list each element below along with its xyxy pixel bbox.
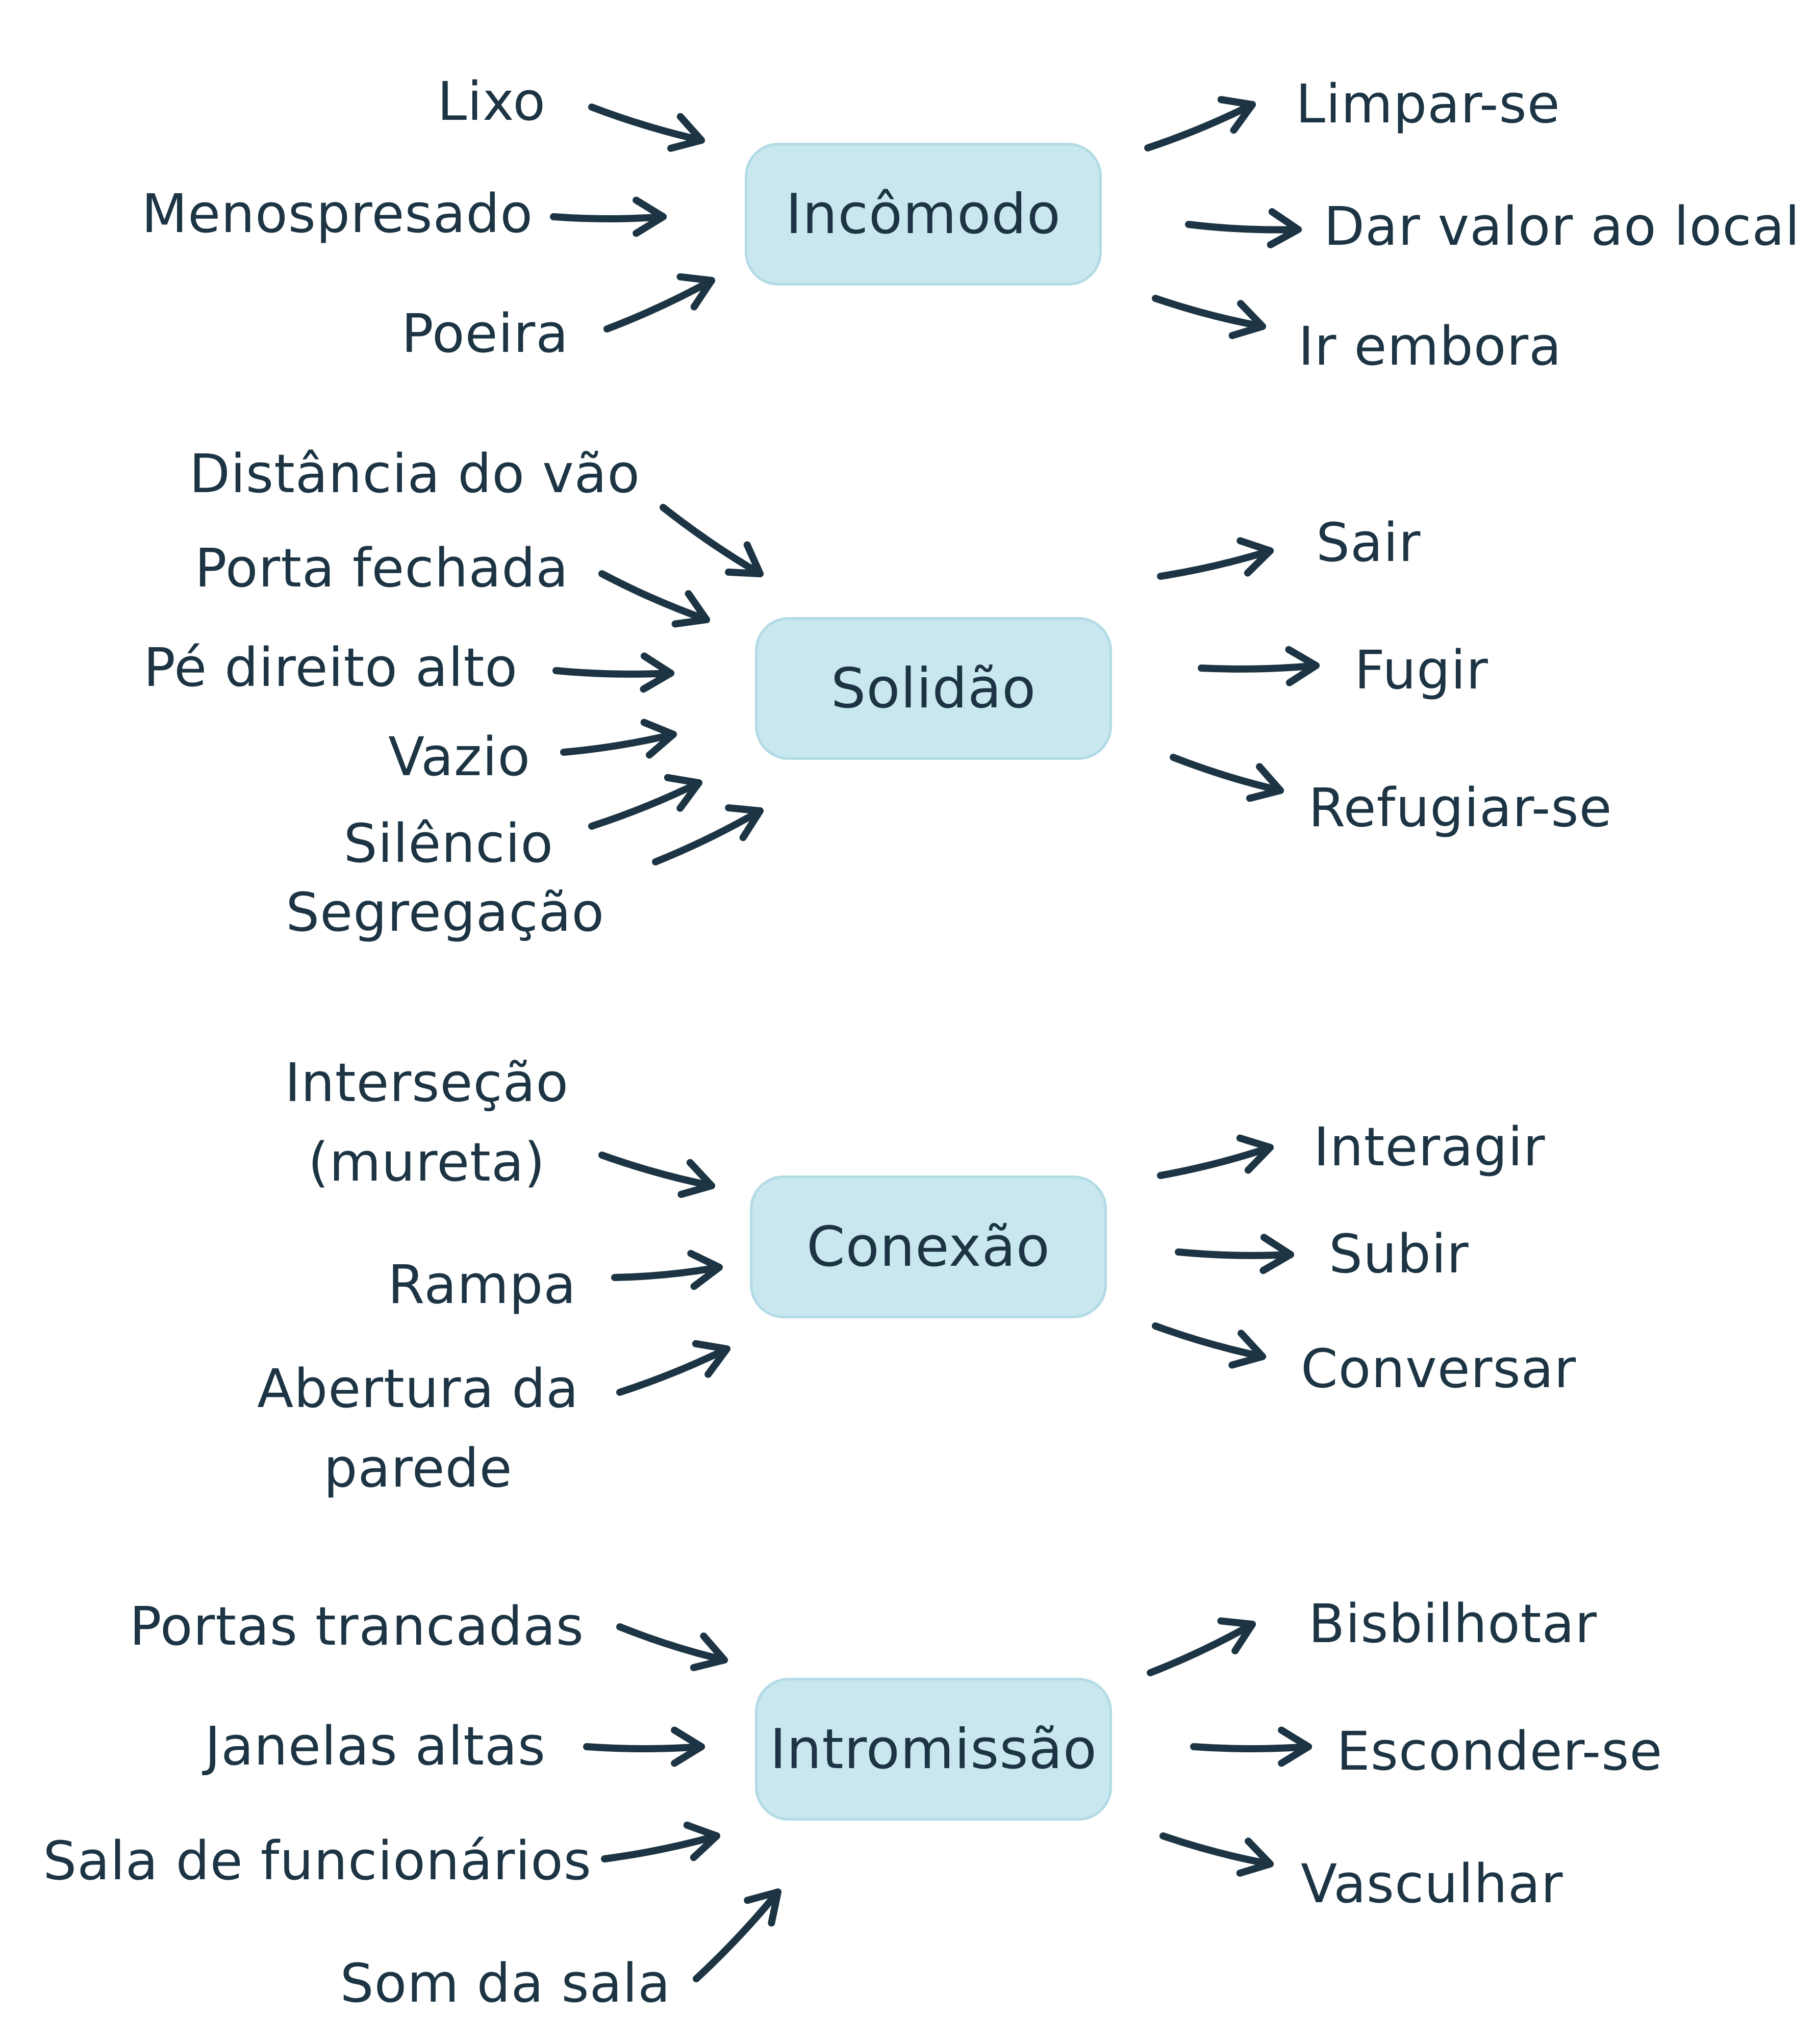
effect-vasculhar: Vasculhar xyxy=(1301,1853,1563,1915)
arrow-sala-funcionarios xyxy=(601,1821,720,1862)
arrow-janelas-altas xyxy=(583,1726,705,1767)
effect-interagir: Interagir xyxy=(1314,1116,1546,1178)
arrow-ir-embora xyxy=(1152,295,1266,339)
arrow-pe-direito xyxy=(552,652,674,693)
arrow-silencio xyxy=(588,774,702,830)
cause-menospresado: Menospresado xyxy=(141,183,533,245)
effect-refugiar-se: Refugiar-se xyxy=(1308,777,1612,839)
cause-abertura-da-parede: Abertura da parede xyxy=(257,1358,579,1499)
arrow-vasculhar xyxy=(1159,1832,1274,1877)
cause-silencio: Silêncio xyxy=(343,812,553,875)
cause-som-da-sala: Som da sala xyxy=(340,1952,671,2014)
effect-subir: Subir xyxy=(1329,1223,1469,1285)
cause-pe-direito-alto: Pé direito alto xyxy=(143,636,518,699)
cause-segregacao: Segregação xyxy=(286,881,604,943)
cause-lixo: Lixo xyxy=(437,70,546,133)
arrow-conversar xyxy=(1152,1322,1266,1369)
node-incomodo: Incômodo xyxy=(745,143,1102,286)
cause-portas-trancadas: Portas trancadas xyxy=(129,1595,584,1657)
cause-distancia-do-vao: Distância do vão xyxy=(189,443,640,505)
cause-poeira: Poeira xyxy=(401,302,569,365)
effect-conversar: Conversar xyxy=(1301,1338,1577,1400)
cause-rampa: Rampa xyxy=(388,1254,576,1316)
effect-esconder-se: Esconder-se xyxy=(1336,1720,1663,1782)
effect-sair: Sair xyxy=(1316,512,1421,574)
node-intromissao: Intromissão xyxy=(755,1678,1112,1821)
arrow-interagir xyxy=(1157,1134,1274,1179)
arrow-limpar-se xyxy=(1144,96,1256,151)
arrow-poeira xyxy=(603,273,715,333)
arrow-refugiar xyxy=(1170,754,1284,802)
arrow-bisbilhotar xyxy=(1147,1617,1256,1676)
arrow-subir xyxy=(1175,1234,1294,1274)
arrow-porta-fechada xyxy=(598,570,710,628)
arrow-sair xyxy=(1157,537,1274,580)
cause-vazio: Vazio xyxy=(388,726,531,788)
arrow-menospresado xyxy=(550,196,667,237)
cause-porta-fechada: Porta fechada xyxy=(194,537,569,599)
effect-ir-embora: Ir embora xyxy=(1298,315,1562,377)
arrow-fugir xyxy=(1198,646,1320,686)
arrow-intersecao xyxy=(598,1152,715,1198)
arrow-dar-valor xyxy=(1185,208,1302,248)
arrow-vazio xyxy=(560,719,677,759)
arrow-lixo xyxy=(588,104,705,152)
arrow-abertura xyxy=(616,1340,730,1396)
cause-intersecao-mureta: Interseção (mureta) xyxy=(285,1052,569,1193)
cause-janelas-altas: Janelas altas xyxy=(205,1715,546,1777)
effect-fugir: Fugir xyxy=(1354,639,1489,701)
arrow-som-da-sala xyxy=(693,1888,781,1982)
arrow-distancia xyxy=(660,504,764,577)
arrow-portas-trancadas xyxy=(616,1623,728,1671)
node-solidao: Solidão xyxy=(755,617,1112,760)
effect-limpar-se: Limpar-se xyxy=(1296,73,1560,135)
effect-bisbilhotar: Bisbilhotar xyxy=(1308,1593,1598,1655)
arrow-segregacao xyxy=(652,804,764,865)
arrow-rampa xyxy=(611,1249,723,1290)
arrow-esconder-se xyxy=(1190,1726,1312,1767)
node-conexao: Conexão xyxy=(750,1176,1107,1318)
effect-dar-valor-ao-local: Dar valor ao local xyxy=(1324,195,1800,258)
cause-sala-de-funcionarios: Sala de funcionários xyxy=(43,1830,592,1892)
